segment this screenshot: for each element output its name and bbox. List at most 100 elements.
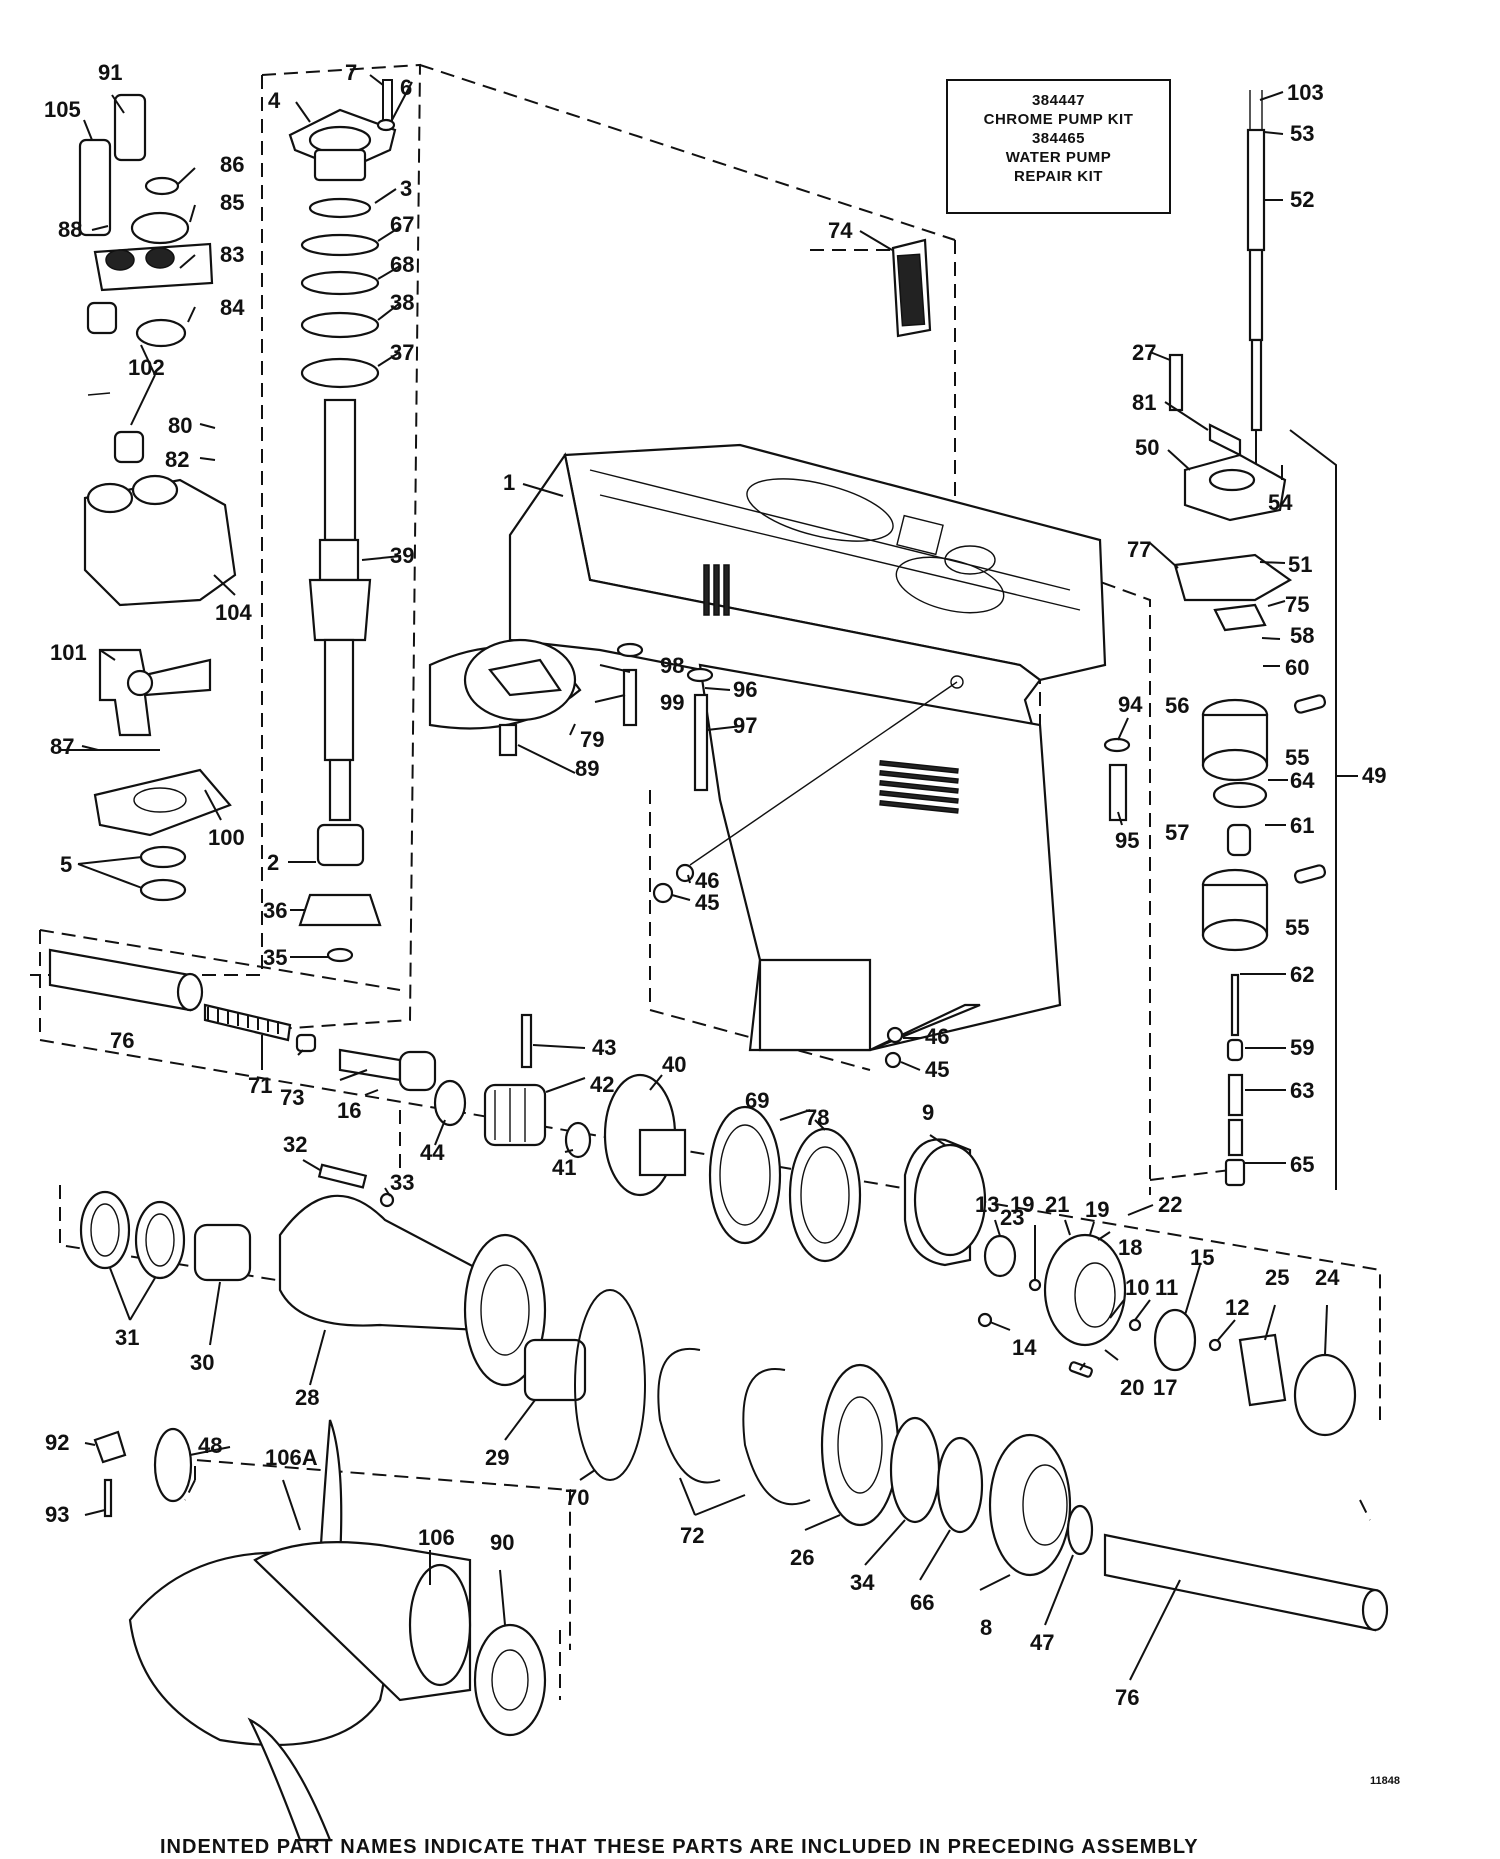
callout-33: 33 [390, 1170, 414, 1195]
callout-41: 41 [552, 1155, 576, 1180]
callout-63: 63 [1290, 1078, 1314, 1103]
callout-20: 20 [1120, 1375, 1144, 1400]
callout-26: 26 [790, 1545, 814, 1570]
bearing-carrier-row [79, 1163, 1389, 1632]
callout-56: 56 [1165, 693, 1189, 718]
callout-46a: 46 [695, 868, 719, 893]
callout-105: 105 [44, 97, 81, 122]
callout-23: 23 [1000, 1205, 1024, 1230]
callout-7: 7 [345, 60, 357, 85]
callout-29: 29 [485, 1445, 509, 1470]
callout-1: 1 [503, 470, 515, 495]
callout-51: 51 [1288, 552, 1312, 577]
callout-60: 60 [1285, 655, 1309, 680]
callout-61: 61 [1290, 813, 1314, 838]
callout-91: 91 [98, 60, 122, 85]
callout-45b: 45 [925, 1057, 949, 1082]
callout-34: 34 [850, 1570, 875, 1595]
housing-vent-slots [703, 564, 730, 616]
callout-81: 81 [1132, 390, 1156, 415]
propshaft-clutch-row [48, 948, 1357, 1437]
callout-37: 37 [390, 340, 414, 365]
callout-77: 77 [1127, 537, 1151, 562]
drawing-reference-number: 11848 [1370, 1775, 1400, 1787]
callout-78: 78 [805, 1105, 829, 1130]
callout-86: 86 [220, 152, 244, 177]
callout-64: 64 [1290, 768, 1315, 793]
callout-67: 67 [390, 212, 414, 237]
callout-18: 18 [1118, 1235, 1142, 1260]
callout-95: 95 [1115, 828, 1139, 853]
callout-104: 104 [215, 600, 252, 625]
callout-numbers: 1 2 3 4 5 6 7 8 9 10 11 12 13 14 15 16 1… [44, 60, 1386, 1710]
callout-13: 13 [975, 1192, 999, 1217]
callout-93: 93 [45, 1502, 69, 1527]
kit-line-3: 384465 [1031, 130, 1086, 147]
callout-66: 66 [910, 1590, 934, 1615]
callout-68: 68 [390, 252, 414, 277]
callout-16: 16 [337, 1098, 361, 1123]
gearcase-housing [508, 443, 1107, 1052]
callout-97: 97 [733, 713, 757, 738]
callout-101: 101 [50, 640, 87, 665]
callout-55b: 55 [1285, 915, 1309, 940]
kit-line-2: CHROME PUMP KIT [983, 111, 1134, 128]
callout-14: 14 [1012, 1335, 1037, 1360]
callout-94: 94 [1118, 692, 1143, 717]
propeller [93, 1419, 547, 1842]
callout-6: 6 [400, 75, 412, 100]
callout-58: 58 [1290, 623, 1314, 648]
callout-8: 8 [980, 1615, 992, 1640]
callout-102: 102 [128, 355, 165, 380]
callout-87: 87 [50, 734, 74, 759]
callout-99: 99 [660, 690, 684, 715]
callout-76a: 76 [110, 1028, 134, 1053]
callout-11: 11 [1155, 1275, 1178, 1300]
callout-22: 22 [1158, 1192, 1182, 1217]
cartridge [891, 238, 932, 338]
callout-80: 80 [168, 413, 192, 438]
callout-92: 92 [45, 1430, 69, 1455]
callout-71: 71 [248, 1073, 272, 1098]
callout-53: 53 [1290, 121, 1314, 146]
callout-106: 106 [418, 1525, 455, 1550]
callout-9: 9 [922, 1100, 934, 1125]
callout-30: 30 [190, 1350, 214, 1375]
callout-103: 103 [1287, 80, 1324, 105]
callout-21: 21 [1045, 1192, 1069, 1217]
callout-90: 90 [490, 1530, 514, 1555]
callout-46b: 46 [925, 1024, 949, 1049]
callout-84: 84 [220, 295, 245, 320]
callout-45a: 45 [695, 890, 719, 915]
callout-72: 72 [680, 1523, 704, 1548]
kit-line-4: WATER PUMP [1005, 149, 1112, 166]
callout-76b: 76 [1115, 1685, 1139, 1710]
lower-water-intake-grille [879, 760, 959, 814]
callout-48: 48 [198, 1433, 222, 1458]
callout-85: 85 [220, 190, 244, 215]
callout-25: 25 [1265, 1265, 1289, 1290]
callout-106a: 106A [265, 1445, 318, 1470]
leader-lines [77, 74, 1358, 1681]
footer-note: INDENTED PART NAMES INDICATE THAT THESE … [160, 1836, 1199, 1858]
callout-39: 39 [390, 543, 414, 568]
callout-83: 83 [220, 242, 244, 267]
callout-19a: 19 [1010, 1192, 1034, 1217]
callout-40: 40 [662, 1052, 686, 1077]
kit-line-5: REPAIR KIT [1014, 168, 1103, 185]
callout-82: 82 [165, 447, 189, 472]
callout-4: 4 [268, 88, 281, 113]
callout-69: 69 [745, 1088, 769, 1113]
callout-19b: 19 [1085, 1197, 1109, 1222]
callout-54: 54 [1268, 490, 1293, 515]
callout-43: 43 [592, 1035, 616, 1060]
callout-79: 79 [580, 727, 604, 752]
trim-tab-anode [428, 638, 582, 730]
callout-2: 2 [267, 850, 279, 875]
callout-28: 28 [295, 1385, 319, 1410]
callout-52: 52 [1290, 187, 1314, 212]
callout-73: 73 [280, 1085, 304, 1110]
callout-74: 74 [828, 218, 853, 243]
callout-27: 27 [1132, 340, 1156, 365]
